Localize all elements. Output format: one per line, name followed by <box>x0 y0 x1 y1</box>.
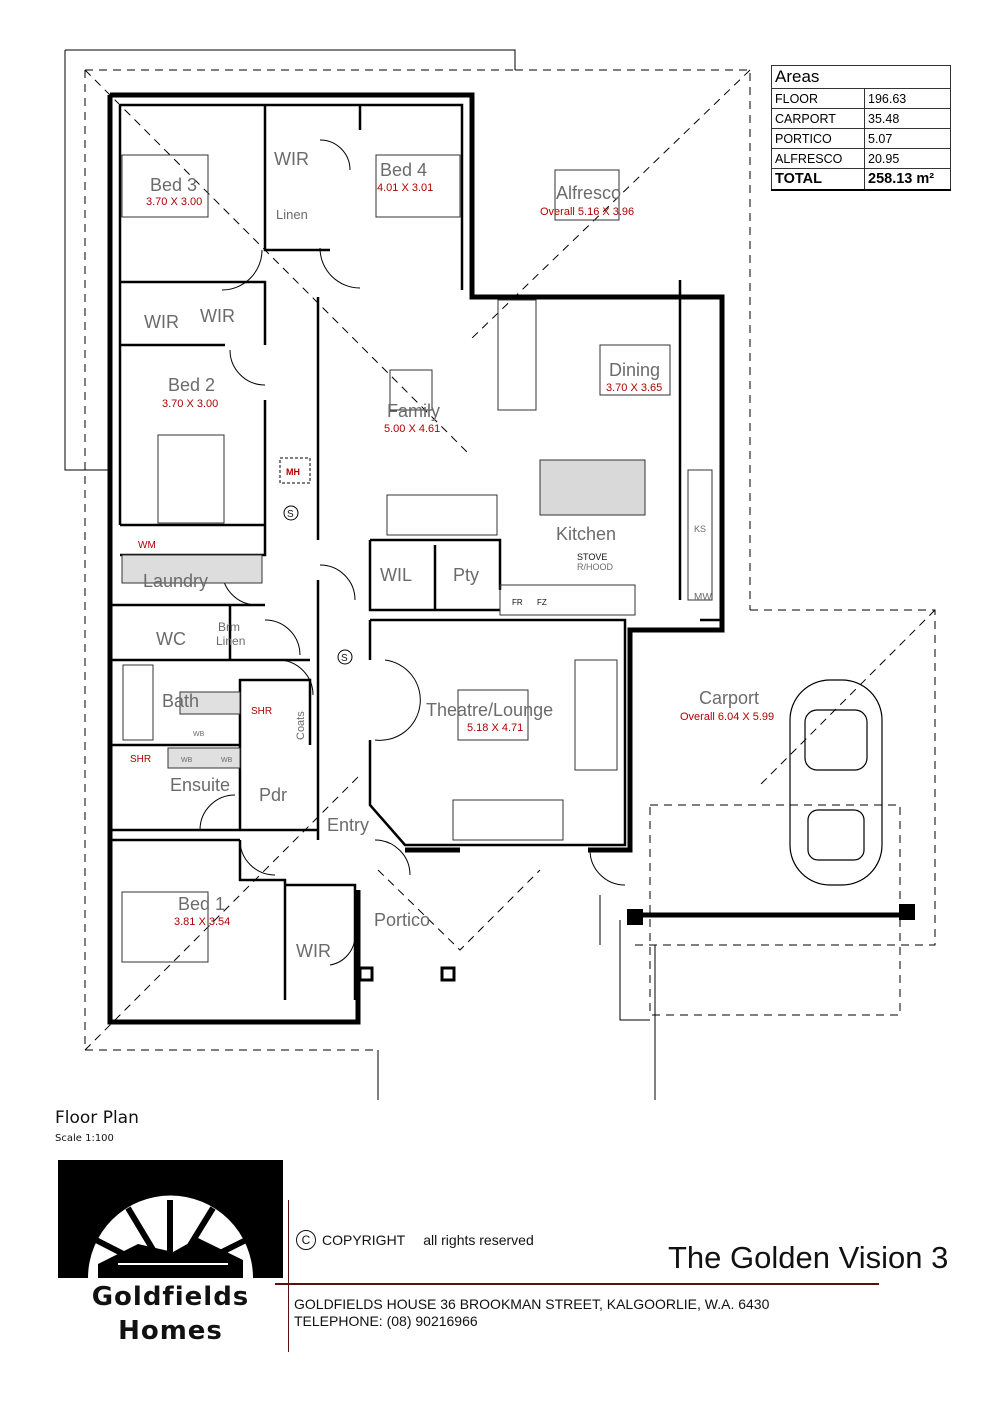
floor-plan-drawing: Bed 3 3.70 X 3.00 Bed 4 4.01 X 3.01 WIR … <box>64 49 936 1100</box>
furniture <box>121 154 713 963</box>
label-bed1: Bed 1 <box>178 894 225 914</box>
label-fr: FR <box>512 598 523 607</box>
areas-table: Areas FLOOR 196.63 CARPORT 35.48 PORTICO… <box>771 65 951 191</box>
areas-row: ALFRESCO 20.95 <box>771 148 951 169</box>
label-ks: KS <box>694 524 706 534</box>
door-swings <box>199 139 626 966</box>
areas-row: PORTICO 5.07 <box>771 128 951 149</box>
areas-row: CARPORT 35.48 <box>771 108 951 129</box>
area-value: 20.95 <box>864 148 951 169</box>
address-block: GOLDFIELDS HOUSE 36 BROOKMAN STREET, KAL… <box>294 1296 769 1330</box>
label-bed4: Bed 4 <box>380 160 427 180</box>
floor-plan-title: Floor Plan <box>55 1108 139 1128</box>
label-wil: WIL <box>380 565 412 585</box>
posts <box>358 904 915 982</box>
label-mh: MH <box>286 467 300 477</box>
area-total-label: TOTAL <box>771 168 865 191</box>
label-dining: Dining <box>609 360 660 380</box>
area-label: PORTICO <box>771 128 865 149</box>
footer-vertical-rule <box>288 1200 289 1352</box>
area-value: 5.07 <box>864 128 951 149</box>
brand-line-1: Goldfields <box>91 1282 250 1312</box>
dim-dining: 3.70 X 3.65 <box>606 382 662 394</box>
manhole <box>279 457 311 484</box>
label-fz: FZ <box>537 598 547 607</box>
dim-bed2: 3.70 X 3.00 <box>162 398 218 410</box>
dim-alfresco: Overall 5.16 X 3.96 <box>540 206 634 218</box>
copyright-text: COPYRIGHT <box>322 1232 406 1248</box>
footer-horizontal-rule <box>275 1283 879 1285</box>
dim-theatre: 5.18 X 4.71 <box>467 722 523 734</box>
label-shr-ensuite: SHR <box>130 754 151 765</box>
telephone-line: TELEPHONE: (08) 90216966 <box>294 1313 478 1329</box>
areas-row: FLOOR 196.63 <box>771 88 951 109</box>
label-mw: MW <box>694 592 712 603</box>
room-labels: Bed 3 3.70 X 3.00 Bed 4 4.01 X 3.01 WIR … <box>143 149 774 961</box>
dim-bed1: 3.81 X 3.54 <box>174 916 230 928</box>
label-smoke-1: S <box>287 509 294 520</box>
label-brm-linen: Linen <box>216 634 245 648</box>
label-coats: Coats <box>295 711 307 740</box>
label-shr-bath: SHR <box>251 706 272 717</box>
copyright-icon: C <box>296 1230 316 1250</box>
dim-carport: Overall 6.04 X 5.99 <box>680 711 774 723</box>
smoke-detector-1 <box>283 505 299 521</box>
label-pdr: Pdr <box>259 785 287 805</box>
label-portico: Portico <box>374 910 430 930</box>
label-ensuite: Ensuite <box>170 775 230 795</box>
label-laundry: Laundry <box>143 571 208 591</box>
label-wb-ensuite-1: WB <box>181 757 193 764</box>
floor-plan-scale: Scale 1:100 <box>55 1133 114 1144</box>
label-wb-bath: WB <box>193 731 205 738</box>
area-total-value: 258.13 m² <box>864 168 951 191</box>
label-wb-ensuite-2: WB <box>221 757 233 764</box>
fixture-labels: MH WM SHR SHR STOVE R/HOOD FR FZ KS MW W… <box>130 467 712 765</box>
label-smoke-2: S <box>341 653 348 664</box>
brand-name: Goldfields Homes <box>58 1280 283 1348</box>
label-alfresco: Alfresco <box>556 183 621 203</box>
label-stove: STOVE <box>577 552 607 562</box>
plan-name: The Golden Vision 3 <box>668 1240 949 1275</box>
internal-walls <box>110 103 720 1000</box>
label-wir-b: WIR <box>200 306 235 326</box>
label-theatre: Theatre/Lounge <box>426 700 553 720</box>
smoke-detector-2 <box>337 649 353 665</box>
label-linen: Linen <box>276 207 308 222</box>
area-label: ALFRESCO <box>771 148 865 169</box>
label-wir-a: WIR <box>144 312 179 332</box>
label-bed3: Bed 3 <box>150 175 197 195</box>
area-value: 196.63 <box>864 88 951 109</box>
label-entry: Entry <box>327 815 369 835</box>
label-bath: Bath <box>162 691 199 711</box>
label-rhood: R/HOOD <box>577 562 614 572</box>
label-wir-bed1: WIR <box>296 941 331 961</box>
label-bed2: Bed 2 <box>168 375 215 395</box>
area-label: FLOOR <box>771 88 865 109</box>
dim-bed4: 4.01 X 3.01 <box>377 182 433 194</box>
label-pty: Pty <box>453 565 479 585</box>
roof-outline <box>84 69 936 1051</box>
rights-text: all rights reserved <box>423 1232 534 1248</box>
area-value: 35.48 <box>864 108 951 129</box>
brand-line-2: Homes <box>118 1316 223 1346</box>
copyright-line: C COPYRIGHT all rights reserved <box>296 1230 534 1250</box>
label-brm: Brm <box>218 620 240 634</box>
dim-family: 5.00 X 4.61 <box>384 423 440 435</box>
areas-total-row: TOTAL 258.13 m² <box>771 168 951 191</box>
label-wm: WM <box>138 540 156 551</box>
label-wir-top: WIR <box>274 149 309 169</box>
label-family: Family <box>387 401 440 421</box>
areas-title: Areas <box>771 65 951 89</box>
area-label: CARPORT <box>771 108 865 129</box>
label-kitchen: Kitchen <box>556 524 616 544</box>
label-wc: WC <box>156 629 186 649</box>
goldfields-logo <box>58 1160 283 1278</box>
car <box>789 679 883 886</box>
dim-bed3: 3.70 X 3.00 <box>146 196 202 208</box>
address-line: GOLDFIELDS HOUSE 36 BROOKMAN STREET, KAL… <box>294 1296 770 1312</box>
label-carport: Carport <box>699 688 759 708</box>
